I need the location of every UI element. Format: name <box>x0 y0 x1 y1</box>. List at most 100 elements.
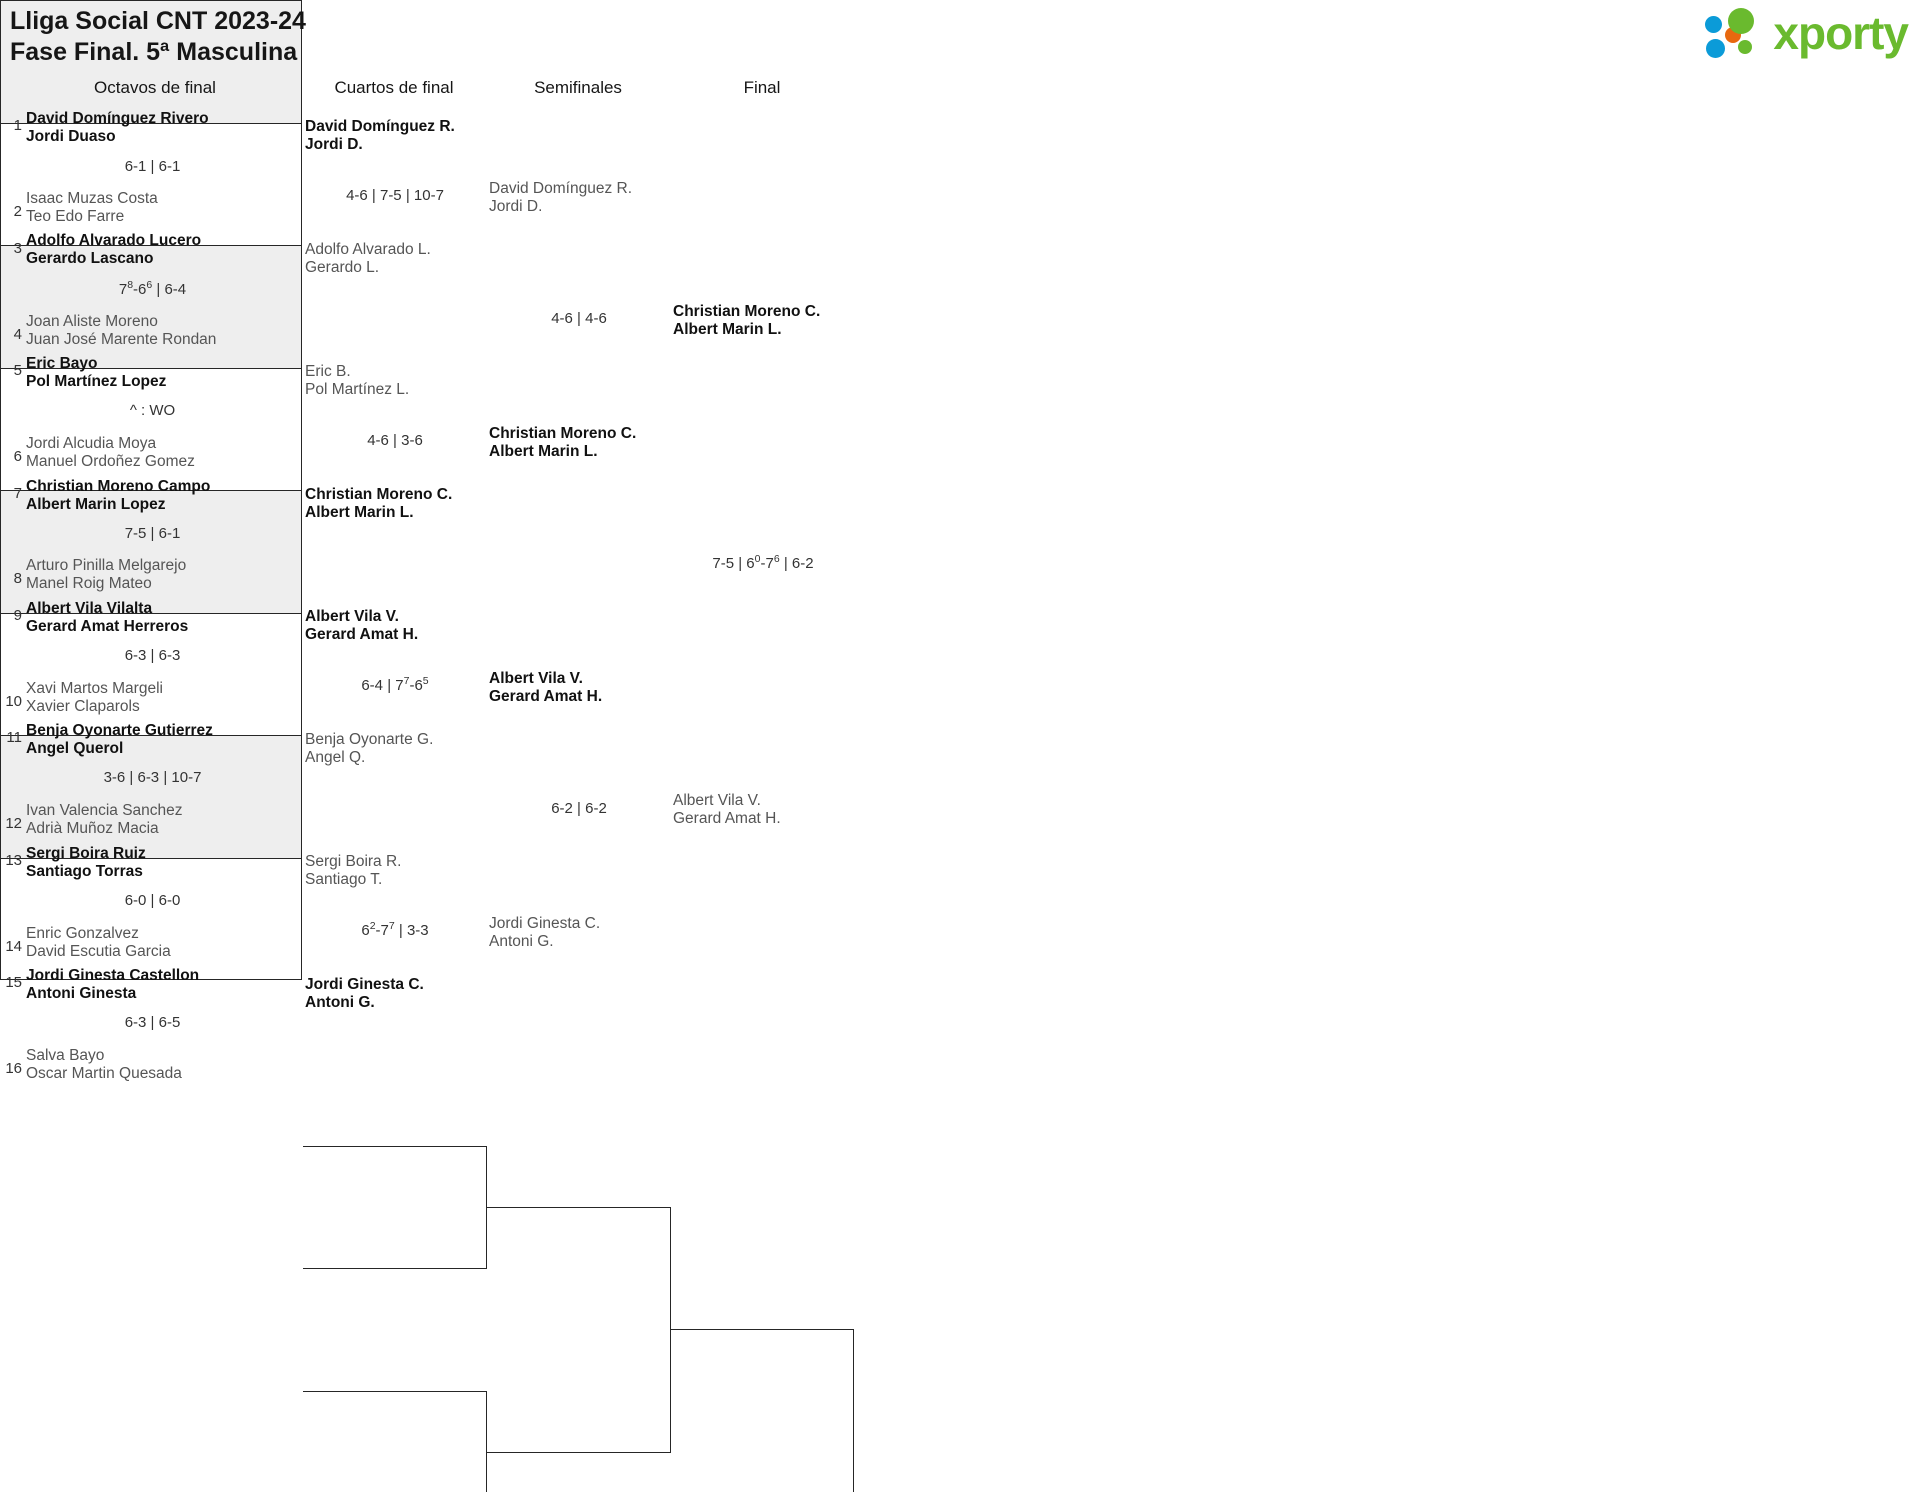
sf-team-top: Albert Vila V. Gerard Amat H. <box>489 670 602 706</box>
player-name: Albert Marin L. <box>305 504 414 521</box>
player-name: Albert Vila Vilalta <box>26 600 153 617</box>
r16-match-box-3[interactable] <box>0 245 302 368</box>
seed-number: 10 <box>5 693 22 710</box>
player-name: Juan José Marente Rondan <box>26 331 217 348</box>
sf-score: 6-2 | 6-2 <box>551 800 607 817</box>
player-name: Joan Aliste Moreno <box>26 313 158 330</box>
player-name: Adolfo Alvarado Lucero <box>26 232 202 249</box>
player-name: Teo Edo Farre <box>26 208 125 225</box>
seed-number: 6 <box>13 448 22 465</box>
round-header-octavos: Octavos de final <box>94 78 216 97</box>
player-name: Angel Querol <box>26 740 124 757</box>
r16-team-bottom: Jordi Alcudia Moya Manuel Ordoñez Gomez <box>26 435 195 471</box>
player-name: David Domínguez R. <box>489 180 633 197</box>
qf-score: 4-6 | 3-6 <box>367 432 423 449</box>
player-name: Albert Marin Lopez <box>26 496 166 513</box>
player-name: Jordi Ginesta C. <box>489 915 601 932</box>
player-name: Benja Oyonarte G. <box>305 731 434 748</box>
player-name: Albert Marin L. <box>489 443 598 460</box>
page-title: Lliga Social CNT 2023-24 Fase Final. 5ª … <box>10 6 306 68</box>
player-name: Enric Gonzalvez <box>26 925 139 942</box>
player-name: Xavi Martos Margeli <box>26 680 163 697</box>
player-name: Albert Vila V. <box>673 792 761 809</box>
round-header-semifinales: Semifinales <box>534 78 622 97</box>
round-header-final: Final <box>743 78 781 97</box>
player-name: Christian Moreno Campo <box>26 478 211 495</box>
r16-team-bottom: Salva Bayo Oscar Martin Quesada <box>26 1047 182 1083</box>
player-name: Jordi Alcudia Moya <box>26 435 157 452</box>
r16-match-box-6[interactable] <box>0 613 302 735</box>
r16-team-top: Benja Oyonarte Gutierrez Angel Querol <box>26 722 213 758</box>
player-name: Oscar Martin Quesada <box>26 1065 182 1082</box>
r16-match-box-8[interactable] <box>0 858 302 980</box>
tournament-title-line-1: Lliga Social CNT 2023-24 <box>10 7 306 35</box>
r16-match-box-1[interactable] <box>0 0 302 123</box>
final-team-top: Christian Moreno C. Albert Marin L. <box>673 303 820 339</box>
player-name: Jordi Ginesta Castellon <box>26 967 200 984</box>
player-name: Gerardo Lascano <box>26 250 154 267</box>
r16-match-box-7[interactable] <box>0 735 302 858</box>
player-name: Antoni Ginesta <box>26 985 137 1002</box>
sf-team-bottom: Jordi Ginesta C. Antoni G. <box>489 915 600 951</box>
player-name: Jordi D. <box>305 136 363 153</box>
r16-team-top: Jordi Ginesta Castellon Antoni Ginesta <box>26 967 199 1003</box>
player-name: Gerardo L. <box>305 259 380 276</box>
player-name: Ivan Valencia Sanchez <box>26 802 183 819</box>
player-name: Jordi D. <box>489 198 543 215</box>
r16-score: 6-0 | 6-0 <box>124 892 181 909</box>
r16-team-top: David Domínguez Rivero Jordi Duaso <box>26 110 209 146</box>
player-name: Gerard Amat H. <box>489 688 603 705</box>
sf-team-bottom: Christian Moreno C. Albert Marin L. <box>489 425 636 461</box>
player-name: David Domínguez R. <box>305 118 455 135</box>
tournament-title-line-2: Fase Final. 5ª Masculina <box>10 38 298 66</box>
player-name: Manuel Ordoñez Gomez <box>26 453 195 470</box>
r16-match-box-2[interactable] <box>0 123 302 245</box>
player-name: Isaac Muzas Costa <box>26 190 158 207</box>
r16-team-bottom: Joan Aliste Moreno Juan José Marente Ron… <box>26 313 216 349</box>
qf-team-bottom: Adolfo Alvarado L. Gerardo L. <box>305 241 431 277</box>
r16-match-box-5[interactable] <box>0 490 302 613</box>
player-name: Santiago T. <box>305 871 383 888</box>
player-name: Gerard Amat H. <box>305 626 419 643</box>
final-score: 7-5 | 60-76 | 6-2 <box>712 553 814 572</box>
player-name: Gerard Amat H. <box>673 810 781 827</box>
player-name: Christian Moreno C. <box>673 303 821 320</box>
r16-score: 3-6 | 6-3 | 10-7 <box>103 769 202 786</box>
r16-team-bottom: Xavi Martos Margeli Xavier Claparols <box>26 680 163 716</box>
r16-score: 6-3 | 6-5 <box>124 1014 181 1031</box>
player-name: Antoni G. <box>489 933 554 950</box>
r16-team-bottom: Arturo Pinilla Melgarejo Manel Roig Mate… <box>26 557 186 593</box>
r16-team-bottom: Isaac Muzas Costa Teo Edo Farre <box>26 190 158 226</box>
player-name: Salva Bayo <box>26 1047 105 1064</box>
r16-match-box-4[interactable] <box>0 368 302 490</box>
player-name: Angel Q. <box>305 749 366 766</box>
xporty-logo: xporty <box>1705 8 1909 58</box>
r16-team-bottom: Enric Gonzalvez David Escutia Garcia <box>26 925 171 961</box>
qf-score: 4-6 | 7-5 | 10-7 <box>346 187 444 204</box>
qf-score: 6-4 | 77-65 <box>361 675 429 694</box>
player-name: Xavier Claparols <box>26 698 140 715</box>
seed-number: 1 <box>13 117 22 134</box>
seed-number: 11 <box>6 729 22 746</box>
player-name: Adrià Muñoz Macia <box>26 820 159 837</box>
player-name: Albert Vila V. <box>305 608 399 625</box>
r16-score: 6-3 | 6-3 <box>124 647 181 664</box>
seed-number: 16 <box>5 1060 22 1077</box>
seed-number: 4 <box>13 326 22 343</box>
seed-number: 15 <box>5 974 22 991</box>
r16-team-top: Sergi Boira Ruiz Santiago Torras <box>26 845 146 881</box>
player-name: Eric Bayo <box>26 355 98 372</box>
r16-team-top: Adolfo Alvarado Lucero Gerardo Lascano <box>26 232 201 268</box>
seed-number: 9 <box>13 607 22 624</box>
player-name: Jordi Duaso <box>26 128 116 145</box>
player-name: David Escutia Garcia <box>26 943 171 960</box>
qf-team-top: David Domínguez R. Jordi D. <box>305 118 455 154</box>
r16-team-top: Christian Moreno Campo Albert Marin Lope… <box>26 478 210 514</box>
player-name: Antoni G. <box>305 994 375 1011</box>
r16-score: 78-66 | 6-4 <box>118 279 187 298</box>
qf-score: 62-77 | 3-3 <box>361 920 429 939</box>
seed-number: 7 <box>13 485 22 502</box>
player-name: Eric B. <box>305 363 351 380</box>
sf-team-top: David Domínguez R. Jordi D. <box>489 180 632 216</box>
